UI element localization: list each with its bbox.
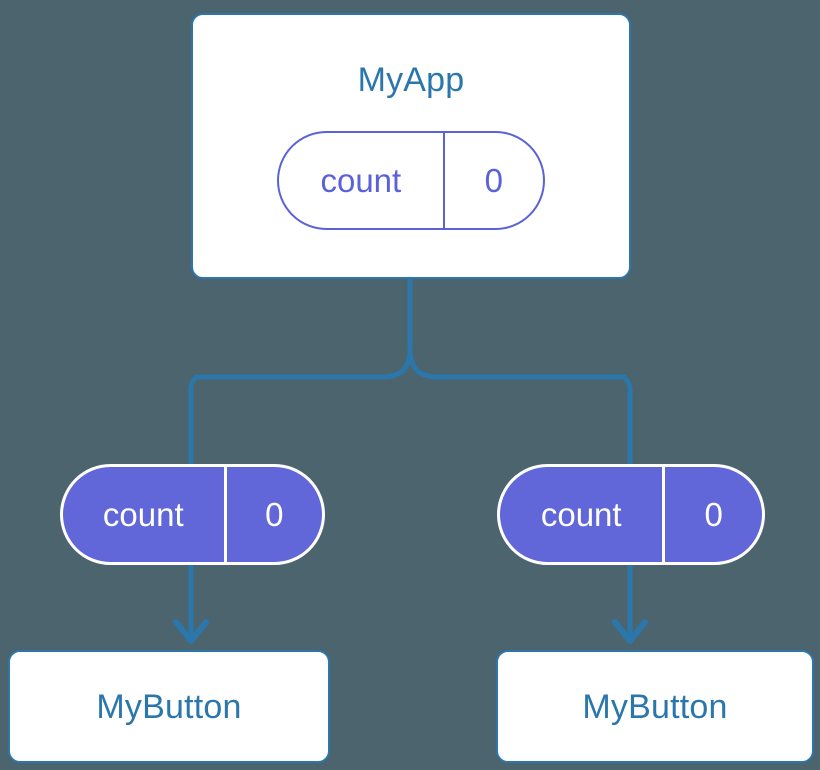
state-pill-value-child-left: 0: [223, 467, 322, 562]
component-label-mybutton-right: MyButton: [582, 688, 728, 726]
state-pill-label-myapp: count: [320, 162, 402, 199]
connector-branch-right: [407, 345, 633, 396]
state-pill-label-child-right: count: [540, 496, 622, 533]
state-pill-label-child-left: count: [102, 496, 184, 533]
arrow-head-left-icon: [173, 619, 209, 644]
component-label-myapp: MyApp: [357, 61, 465, 99]
component-node-mybutton-left[interactable]: MyButton: [8, 650, 330, 763]
state-pill-value-child-right: 0: [662, 467, 762, 562]
state-pill-myapp[interactable]: count 0: [277, 131, 545, 230]
state-pill-value-myapp: 0: [442, 133, 543, 228]
component-label-mybutton-left: MyButton: [96, 688, 242, 726]
component-node-myapp[interactable]: MyApp: [191, 13, 631, 279]
connector-branch-left: [188, 345, 413, 396]
state-pill-child-right[interactable]: count 0: [497, 464, 765, 565]
arrow-head-right-icon: [612, 619, 648, 644]
component-node-mybutton-right[interactable]: MyButton: [496, 650, 814, 763]
state-pill-child-left[interactable]: count 0: [60, 464, 325, 565]
